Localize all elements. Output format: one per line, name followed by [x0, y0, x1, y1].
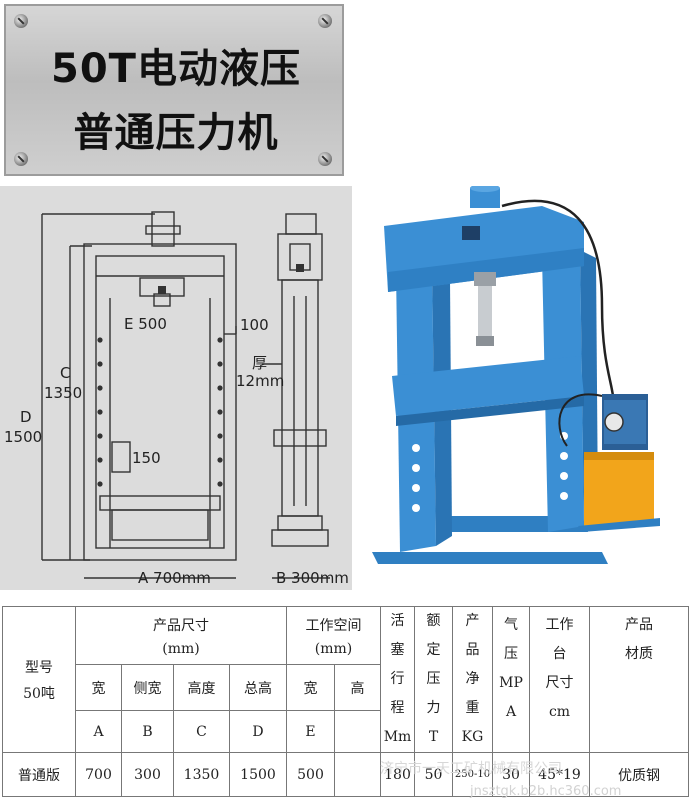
- weight-h-2: 净: [465, 671, 480, 687]
- material-h-0: 产品: [625, 617, 653, 633]
- cell-model: 普通版: [2, 752, 76, 797]
- rated-h-3: 力: [426, 700, 441, 716]
- workspace-header-unit: (mm): [314, 640, 353, 657]
- screw-icon: [14, 14, 28, 28]
- total-height-header: 总高: [229, 664, 287, 711]
- screw-icon: [14, 152, 28, 166]
- model-header-cell: 型号 50吨: [2, 606, 76, 753]
- table-size-header: 工作 台 尺寸 cm: [529, 606, 590, 753]
- width-header: 宽: [75, 664, 122, 711]
- cell-side-width: 300: [121, 752, 174, 797]
- cell-stroke: 180: [380, 752, 415, 797]
- thickness-label-a: 厚: [252, 354, 268, 372]
- pressure-h-2: MP: [499, 675, 523, 691]
- code-empty: [334, 710, 381, 753]
- workspace-header-cell: 工作空间 (mm): [286, 606, 381, 665]
- stroke-h-0: 活: [390, 613, 405, 629]
- pressure-h-0: 气: [504, 617, 518, 633]
- dim-100-label: 100: [240, 316, 269, 334]
- weight-h-0: 产: [465, 613, 480, 629]
- model-header-a: 型号: [25, 659, 53, 676]
- table-size-h-0: 工作: [545, 617, 574, 633]
- stroke-h-4: Mm: [383, 729, 412, 745]
- code-e: E: [286, 710, 335, 753]
- pressure-h-1: 压: [504, 646, 518, 662]
- table-size-h-1: 台: [552, 646, 567, 662]
- screw-icon: [318, 14, 332, 28]
- size-header: 产品尺寸: [153, 617, 209, 634]
- dimension-drawing: E 500 C 1350 D 1500 100 厚 12mm 150 A 700…: [0, 186, 352, 590]
- cell-ws-width: 500: [286, 752, 335, 797]
- material-header: 产品 材质: [589, 606, 689, 753]
- size-header-cell: 产品尺寸 (mm): [75, 606, 287, 665]
- code-b: B: [121, 710, 174, 753]
- dim-d-letter: D: [20, 408, 32, 426]
- material-h-1: 材质: [625, 646, 653, 662]
- table-size-h-3: cm: [548, 704, 571, 720]
- rated-header: 额 定 压 力 T: [414, 606, 453, 753]
- spec-table: 型号 50吨 产品尺寸 (mm) 工作空间 (mm) 活 塞 行 程 Mm 额 …: [2, 606, 689, 797]
- table-row: 普通版 700 300 1350 1500 500 180 50 250-10 …: [2, 752, 689, 797]
- dim-c-value: 1350: [44, 384, 83, 402]
- dim-e-label: E 500: [124, 315, 167, 333]
- model-header-b: 50吨: [23, 685, 55, 702]
- weight-header: 产 品 净 重 KG: [452, 606, 493, 753]
- cell-rated: 50: [414, 752, 453, 797]
- cell-total-height: 1500: [229, 752, 287, 797]
- product-title-line2: 普通压力机: [73, 110, 279, 156]
- dim-c-letter: C: [60, 364, 71, 382]
- watermark-url: jnsztgk.b2b.hc360.com: [470, 784, 622, 799]
- press-front-side-drawing: [41, 211, 330, 579]
- stroke-h-3: 程: [390, 700, 405, 716]
- height-header: 高度: [173, 664, 230, 711]
- table-size-h-2: 尺寸: [545, 675, 574, 691]
- cell-table-size: 45*19: [529, 752, 590, 797]
- code-a: A: [75, 710, 122, 753]
- stroke-header: 活 塞 行 程 Mm: [380, 606, 415, 753]
- cell-pressure: 30: [492, 752, 530, 797]
- side-width-header: 侧宽: [121, 664, 174, 711]
- pressure-h-3: A: [505, 704, 517, 720]
- product-banner: 50T电动液压 普通压力机: [0, 0, 691, 606]
- rated-h-1: 定: [426, 642, 441, 658]
- code-d: D: [229, 710, 287, 753]
- cell-material: 优质钢: [589, 752, 689, 797]
- dim-b-label: B 300mm: [276, 569, 349, 587]
- stroke-h-1: 塞: [390, 642, 405, 658]
- ws-width-header: 宽: [286, 664, 335, 711]
- cell-height: 1350: [173, 752, 230, 797]
- ws-height-header: 高: [334, 664, 381, 711]
- weight-h-3: 重: [465, 700, 480, 716]
- hydraulic-press-image: [372, 184, 660, 564]
- product-title-line1: 50T电动液压: [51, 46, 301, 92]
- code-c: C: [173, 710, 230, 753]
- dim-a-label: A 700mm: [138, 569, 211, 587]
- title-plate: 50T电动液压 普通压力机: [4, 4, 344, 176]
- rated-h-0: 额: [426, 613, 441, 629]
- screw-icon: [318, 152, 332, 166]
- watermark-company: 济宁市一天工矿机械有限公司: [380, 761, 562, 777]
- pressure-header: 气 压 MP A: [492, 606, 530, 753]
- cell-ws-height: [334, 752, 381, 797]
- thickness-label-b: 12mm: [236, 372, 285, 390]
- stroke-h-2: 行: [390, 671, 405, 687]
- dim-d-value: 1500: [4, 428, 43, 446]
- workspace-header: 工作空间: [305, 617, 362, 634]
- weight-h-4: KG: [461, 729, 484, 745]
- cell-width: 700: [75, 752, 122, 797]
- size-header-unit: (mm): [162, 640, 200, 657]
- rated-h-2: 压: [426, 671, 441, 687]
- rated-h-4: T: [428, 729, 439, 745]
- hole-150-label: 150: [132, 449, 161, 467]
- weight-h-1: 品: [465, 642, 480, 658]
- product-photo: [352, 184, 691, 590]
